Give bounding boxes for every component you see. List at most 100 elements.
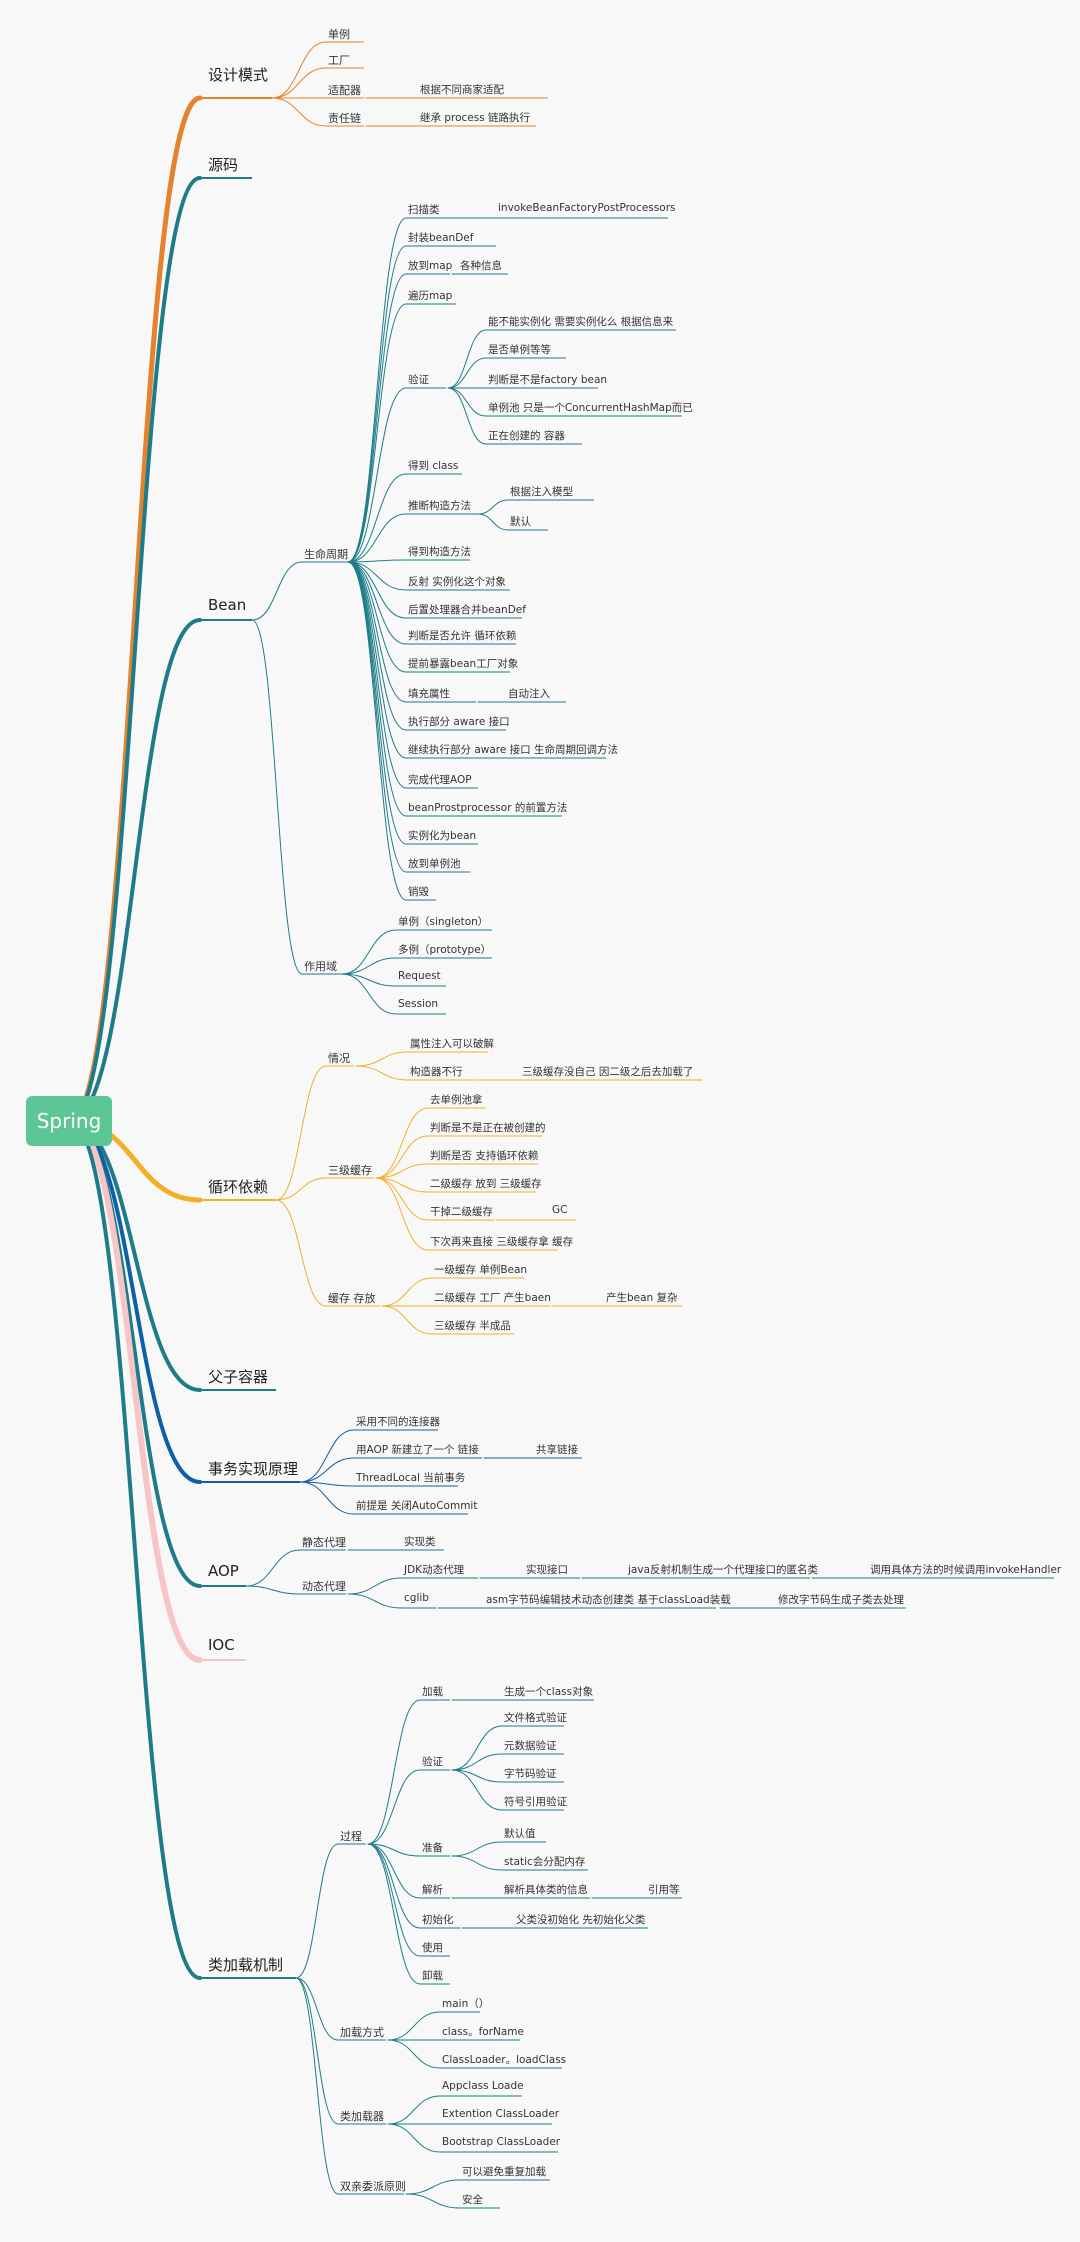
cl-prepare-1[interactable]: static会分配内存	[504, 1856, 586, 1868]
cl-verify-3[interactable]: 符号引用验证	[504, 1796, 567, 1808]
circ-cache-5[interactable]: 下次再来直接 三级缓存拿 缓存	[430, 1236, 574, 1248]
aop-static-detail[interactable]: 实现类	[404, 1536, 436, 1548]
bean-step-6[interactable]: 推断构造方法	[408, 500, 471, 512]
bean-step-16[interactable]: beanProstprocessor 的前置方法	[408, 802, 568, 814]
cl-step-3[interactable]: 解析	[422, 1884, 443, 1896]
bean-scan-detail[interactable]: invokeBeanFactoryPostProcessors	[498, 202, 676, 214]
design-item-2[interactable]: 适配器	[328, 84, 361, 97]
cl-way-0[interactable]: main（）	[442, 1998, 490, 2010]
branch-design[interactable]: 设计模式	[208, 66, 269, 84]
bean-validate-2[interactable]: 判断是不是factory bean	[488, 374, 608, 386]
cl-way-1[interactable]: class。forName	[442, 2026, 524, 2038]
bean-step-7[interactable]: 得到构造方法	[408, 546, 471, 558]
branch-circular[interactable]: 循环依赖	[208, 1178, 269, 1196]
cl-ways[interactable]: 加载方式	[340, 2026, 384, 2039]
tx-item-1[interactable]: 用AOP 新建立了一个 链接	[356, 1444, 479, 1456]
branch-tx[interactable]: 事务实现原理	[208, 1460, 299, 1478]
cl-loader-2[interactable]: Bootstrap ClassLoader	[442, 2136, 561, 2148]
circ-cache-0[interactable]: 去单例池拿	[430, 1094, 483, 1106]
bean-ctor-1[interactable]: 默认	[510, 516, 531, 528]
circ-cache3[interactable]: 三级缓存	[328, 1164, 372, 1177]
bean-ctor-0[interactable]: 根据注入模型	[510, 486, 573, 498]
cl-loader-0[interactable]: Appclass Loade	[442, 2080, 524, 2092]
cl-load-detail[interactable]: 生成一个class对象	[504, 1686, 594, 1698]
aop-jdk-3[interactable]: 调用具体方法的时候调用invokeHandler	[870, 1564, 1062, 1576]
circ-case-1[interactable]: 构造器不行	[410, 1066, 463, 1078]
aop-jdk-2[interactable]: java反射机制生成一个代理接口的匿名类	[628, 1564, 818, 1576]
root-node-spring[interactable]: Spring	[26, 1096, 112, 1146]
circ-store-2[interactable]: 三级缓存 半成品	[434, 1320, 511, 1332]
bean-validate-0[interactable]: 能不能实例化 需要实例化么 根据信息来	[488, 316, 674, 328]
bean-step-15[interactable]: 完成代理AOP	[408, 774, 472, 786]
branch-aop[interactable]: AOP	[208, 1562, 239, 1580]
cl-step-2[interactable]: 准备	[422, 1842, 443, 1854]
aop-dynamic[interactable]: 动态代理	[302, 1580, 346, 1593]
cl-prepare-0[interactable]: 默认值	[504, 1828, 536, 1840]
bean-validate-1[interactable]: 是否单例等等	[488, 344, 551, 356]
cl-parent[interactable]: 双亲委派原则	[340, 2180, 406, 2193]
bean-scope-1[interactable]: 多例（prototype）	[398, 944, 492, 956]
circ-case[interactable]: 情况	[328, 1052, 350, 1065]
bean-lifecycle[interactable]: 生命周期	[304, 548, 348, 561]
bean-step-1[interactable]: 封装beanDef	[408, 232, 474, 244]
bean-step-8[interactable]: 反射 实例化这个对象	[408, 576, 506, 588]
tx-item-3[interactable]: 前提是 关闭AutoCommit	[356, 1500, 478, 1512]
bean-step-0[interactable]: 扫描类	[408, 204, 440, 216]
cl-verify-0[interactable]: 文件格式验证	[504, 1712, 567, 1724]
cl-loader-1[interactable]: Extention ClassLoader	[442, 2108, 560, 2120]
cl-step-1[interactable]: 验证	[422, 1756, 443, 1768]
tx-item-0[interactable]: 采用不同的连接器	[356, 1416, 440, 1428]
circ-store-0[interactable]: 一级缓存 单例Bean	[434, 1264, 528, 1276]
bean-step-13[interactable]: 执行部分 aware 接口	[408, 716, 510, 728]
circ-cache-3[interactable]: 二级缓存 放到 三级缓存	[430, 1178, 542, 1190]
bean-step-5[interactable]: 得到 class	[408, 460, 459, 472]
circ-store-1[interactable]: 二级缓存 工厂 产生baen	[434, 1292, 551, 1304]
aop-cglib-2[interactable]: 修改字节码生成子类去处理	[778, 1594, 904, 1606]
branch-bean[interactable]: Bean	[208, 596, 247, 614]
cl-resolve-detail[interactable]: 解析具体类的信息	[504, 1884, 588, 1896]
branch-classload[interactable]: 类加载机制	[208, 1956, 284, 1974]
bean-scope-3[interactable]: Session	[398, 998, 439, 1010]
bean-fill-detail[interactable]: 自动注入	[508, 688, 550, 700]
bean-step-9[interactable]: 后置处理器合并beanDef	[408, 604, 526, 616]
bean-validate-4[interactable]: 正在创建的 容器	[488, 430, 565, 442]
cl-parent-0[interactable]: 可以避免重复加载	[462, 2166, 546, 2178]
cl-step-6[interactable]: 卸载	[422, 1970, 443, 1982]
cl-parent-1[interactable]: 安全	[462, 2194, 483, 2206]
cl-verify-1[interactable]: 元数据验证	[504, 1740, 557, 1752]
bean-map-detail[interactable]: 各种信息	[460, 260, 502, 272]
aop-jdk-1[interactable]: 实现接口	[526, 1564, 568, 1576]
bean-step-10[interactable]: 判断是否允许 循环依赖	[408, 630, 517, 642]
bean-scope-0[interactable]: 单例（singleton）	[398, 916, 489, 928]
circ-store-detail[interactable]: 产生bean 复杂	[606, 1292, 678, 1304]
design-detail-0[interactable]: 根据不同商家适配	[420, 84, 504, 96]
bean-scope-2[interactable]: Request	[398, 970, 441, 982]
branch-source[interactable]: 源码	[208, 156, 239, 174]
cl-resolve-extra[interactable]: 引用等	[648, 1884, 680, 1896]
bean-step-3[interactable]: 遍历map	[408, 290, 453, 302]
cl-verify-2[interactable]: 字节码验证	[504, 1768, 557, 1780]
bean-step-18[interactable]: 放到单例池	[408, 858, 461, 870]
bean-step-4[interactable]: 验证	[408, 374, 429, 386]
cl-loaders[interactable]: 类加载器	[340, 2110, 384, 2123]
circ-case-0[interactable]: 属性注入可以破解	[410, 1038, 494, 1050]
cl-way-2[interactable]: ClassLoader。loadClass	[442, 2054, 567, 2066]
circ-store[interactable]: 缓存 存放	[328, 1292, 376, 1305]
circ-gc[interactable]: GC	[552, 1204, 568, 1216]
bean-step-12[interactable]: 填充属性	[408, 688, 450, 700]
tx-detail[interactable]: 共享链接	[536, 1444, 578, 1456]
cl-step-5[interactable]: 使用	[422, 1942, 443, 1954]
design-item-1[interactable]: 工厂	[328, 54, 350, 67]
circ-cache-4[interactable]: 干掉二级缓存	[430, 1206, 493, 1218]
aop-jdk[interactable]: JDK动态代理	[404, 1564, 465, 1576]
bean-step-17[interactable]: 实例化为bean	[408, 830, 477, 842]
cl-process[interactable]: 过程	[340, 1830, 362, 1843]
design-detail-1[interactable]: 继承 process 链路执行	[420, 112, 531, 124]
tx-item-2[interactable]: ThreadLocal 当前事务	[356, 1472, 466, 1484]
bean-step-2[interactable]: 放到map	[408, 260, 453, 272]
branch-parent[interactable]: 父子容器	[208, 1368, 269, 1386]
aop-cglib-1[interactable]: asm字节码编辑技术动态创建类 基于classLoad装载	[486, 1594, 731, 1606]
cl-step-0[interactable]: 加载	[422, 1686, 443, 1698]
bean-step-11[interactable]: 提前暴露bean工厂对象	[408, 658, 519, 670]
branch-ioc[interactable]: IOC	[208, 1636, 235, 1654]
